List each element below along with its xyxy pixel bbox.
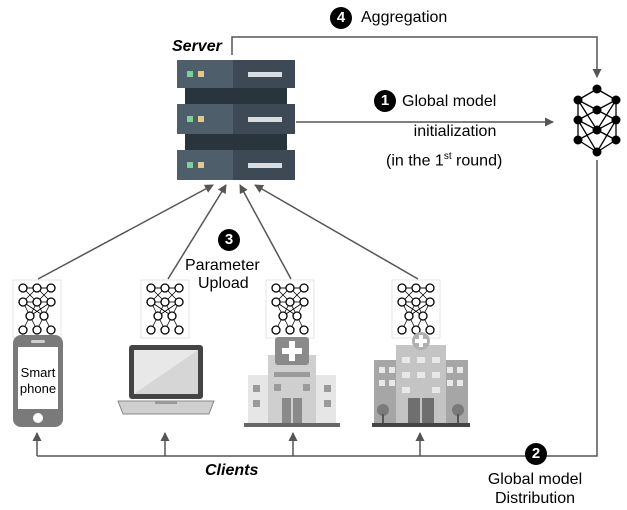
step-2-badge: 2 bbox=[525, 443, 547, 465]
param-upload-line2: Upload bbox=[198, 275, 249, 292]
hospital-icon bbox=[372, 332, 470, 427]
global-init-line3-suffix: round) bbox=[451, 152, 503, 170]
distribution-line1: Global model bbox=[487, 471, 583, 488]
hospital-icon bbox=[244, 337, 340, 427]
laptop-icon bbox=[117, 345, 215, 415]
clients-label: Clients bbox=[205, 462, 259, 479]
distribution-line bbox=[32, 160, 598, 457]
server-label: Server bbox=[172, 38, 222, 55]
step-4-badge: 4 bbox=[330, 7, 352, 29]
global-model-icon bbox=[573, 84, 621, 157]
smartphone-label-line2: phone bbox=[19, 381, 57, 396]
aggregation-line bbox=[231, 36, 602, 78]
distribution-line2: Distribution bbox=[494, 490, 576, 507]
param-upload-line1: Parameter bbox=[185, 257, 260, 274]
global-init-line3-prefix: (in the 1 bbox=[386, 152, 444, 170]
server-rack-icon bbox=[177, 60, 295, 180]
smartphone-icon bbox=[13, 335, 63, 427]
global-init-line3-sup: st bbox=[443, 151, 452, 162]
client-model-icon bbox=[265, 279, 315, 339]
step-1-badge: 1 bbox=[374, 90, 396, 112]
client-model-icon bbox=[140, 279, 190, 339]
global-init-line2: initialization bbox=[413, 123, 497, 140]
upload-arrows bbox=[37, 184, 419, 280]
smartphone-label-line1: Smart bbox=[20, 365, 56, 380]
client-model-icon bbox=[391, 279, 441, 339]
global-init-line1: Global model bbox=[402, 93, 497, 110]
step-3-badge: 3 bbox=[218, 229, 240, 251]
global-init-line3: (in the 1st round) bbox=[386, 147, 502, 170]
client-model-icon bbox=[12, 279, 62, 339]
aggregation-label: Aggregation bbox=[361, 9, 448, 26]
